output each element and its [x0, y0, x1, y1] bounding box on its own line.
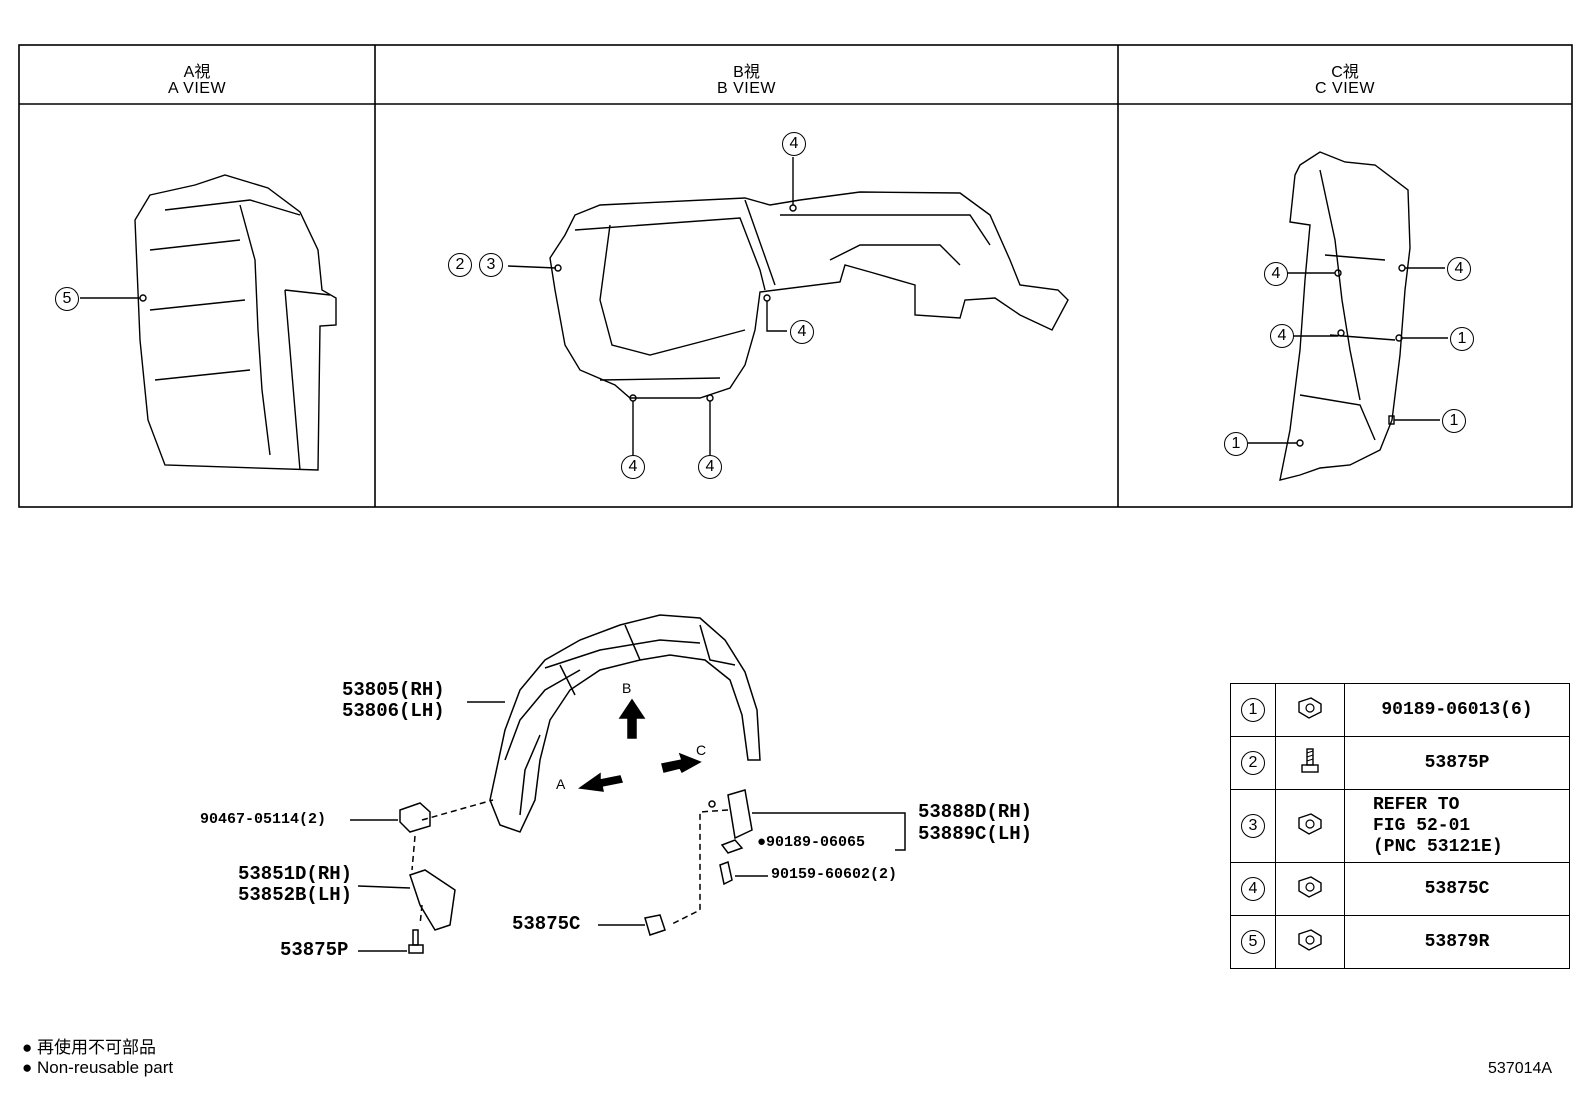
label-liner-rh: 53805(RH): [342, 679, 445, 701]
callout-c-4-left-mid: 4: [1270, 324, 1294, 348]
view-table-frame: [18, 44, 1573, 508]
callout-c-1-left: 1: [1224, 432, 1248, 456]
callout-b-4-top: 4: [782, 132, 806, 156]
legend-row: 2 53875P: [1230, 736, 1570, 790]
fastener-legend-table: 1 90189-06013(6) 2 53875P 3 REFER TO FIG 52-0…: [1230, 683, 1570, 969]
diagram-id: 537014A: [1488, 1060, 1553, 1077]
arrow-b-shape: [618, 698, 646, 739]
legend-row: 3 REFER TO FIG 52-01 (PNC 53121E): [1230, 789, 1570, 863]
callout-b-4-bottom-right: 4: [698, 455, 722, 479]
callout-c-4-left-top: 4: [1264, 262, 1288, 286]
a-view-jp-label: A視: [183, 64, 211, 81]
legend-part-number: REFER TO FIG 52-01 (PNC 53121E): [1344, 789, 1570, 863]
legend-part-number: 53879R: [1344, 915, 1570, 969]
callout-b-4-bottom-left: 4: [621, 455, 645, 479]
label-liner-lh: 53806(LH): [342, 700, 445, 722]
footnote-jp: ● 再使用不可部品: [22, 1033, 156, 1058]
b-view-liner-drawing: [507, 157, 1069, 455]
arrow-c-shape: [661, 752, 702, 774]
c-view-en-label: C VIEW: [1315, 80, 1375, 97]
legend-number: 3: [1241, 814, 1265, 838]
legend-number-cell: 3: [1230, 789, 1276, 863]
main-liner-drawing: [350, 614, 906, 954]
arrow-a-shape: [577, 772, 623, 792]
label-bolt: 90159-60602(2): [771, 866, 898, 883]
legend-number-cell: 1: [1230, 683, 1276, 737]
bullet-icon: ●: [22, 1058, 37, 1077]
callout-b-4-mid: 4: [790, 320, 814, 344]
clip-nonreusable-text: 90189-06065: [766, 834, 866, 851]
legend-number: 1: [1241, 698, 1265, 722]
callout-b-3: 3: [479, 253, 503, 277]
callout-b-2: 2: [448, 253, 472, 277]
legend-number: 4: [1241, 877, 1265, 901]
label-clip-53875c: 53875C: [512, 913, 581, 935]
label-clip-nonreusable: ●90189-06065: [757, 834, 865, 851]
a-view-en-label: A VIEW: [167, 80, 227, 97]
b-view-en-label: B VIEW: [716, 80, 776, 97]
label-clip-nut: 90467-05114(2): [200, 811, 327, 828]
legend-number-cell: 2: [1230, 736, 1276, 790]
label-seal-lh: 53889C(LH): [918, 823, 1033, 845]
label-bracket-rh: 53851D(RH): [238, 863, 353, 885]
clip-icon: [1275, 683, 1345, 737]
callout-c-4-right: 4: [1447, 257, 1471, 281]
callout-c-1-right-low: 1: [1442, 409, 1466, 433]
b-view-jp-label: B視: [733, 64, 760, 81]
legend-number: 5: [1241, 930, 1265, 954]
callout-c-1-right-mid: 1: [1450, 327, 1474, 351]
clip-icon: [1275, 915, 1345, 969]
screw-icon: [1275, 736, 1345, 790]
footnote-jp-text: 再使用不可部品: [37, 1038, 156, 1057]
legend-number-cell: 5: [1230, 915, 1276, 969]
label-seal-rh: 53888D(RH): [918, 801, 1033, 823]
legend-row: 5 53879R: [1230, 915, 1570, 969]
label-bracket-lh: 53852B(LH): [238, 884, 353, 906]
arrow-b-label: B: [622, 680, 632, 696]
a-view-liner-drawing: [80, 174, 337, 471]
legend-number: 2: [1241, 751, 1265, 775]
legend-row: 1 90189-06013(6): [1230, 683, 1570, 737]
bullet-icon: ●: [22, 1038, 37, 1057]
c-view-liner-drawing: [1248, 151, 1448, 481]
legend-part-number: 90189-06013(6): [1344, 683, 1570, 737]
footnote-en: ● Non-reusable part: [22, 1058, 173, 1078]
callout-a-5: 5: [55, 287, 79, 311]
legend-row: 4 53875C: [1230, 862, 1570, 916]
arrow-c-label: C: [696, 742, 707, 758]
nonreusable-dot-icon: ●: [757, 834, 767, 851]
legend-part-number: 53875P: [1344, 736, 1570, 790]
arrow-a-label: A: [556, 776, 566, 792]
clip-icon: [1275, 789, 1345, 863]
c-view-jp-label: C視: [1331, 64, 1359, 81]
clip-icon: [1275, 862, 1345, 916]
footnote-en-text: Non-reusable part: [37, 1058, 174, 1077]
legend-number-cell: 4: [1230, 862, 1276, 916]
legend-part-number: 53875C: [1344, 862, 1570, 916]
label-screw-53875p: 53875P: [280, 939, 349, 961]
